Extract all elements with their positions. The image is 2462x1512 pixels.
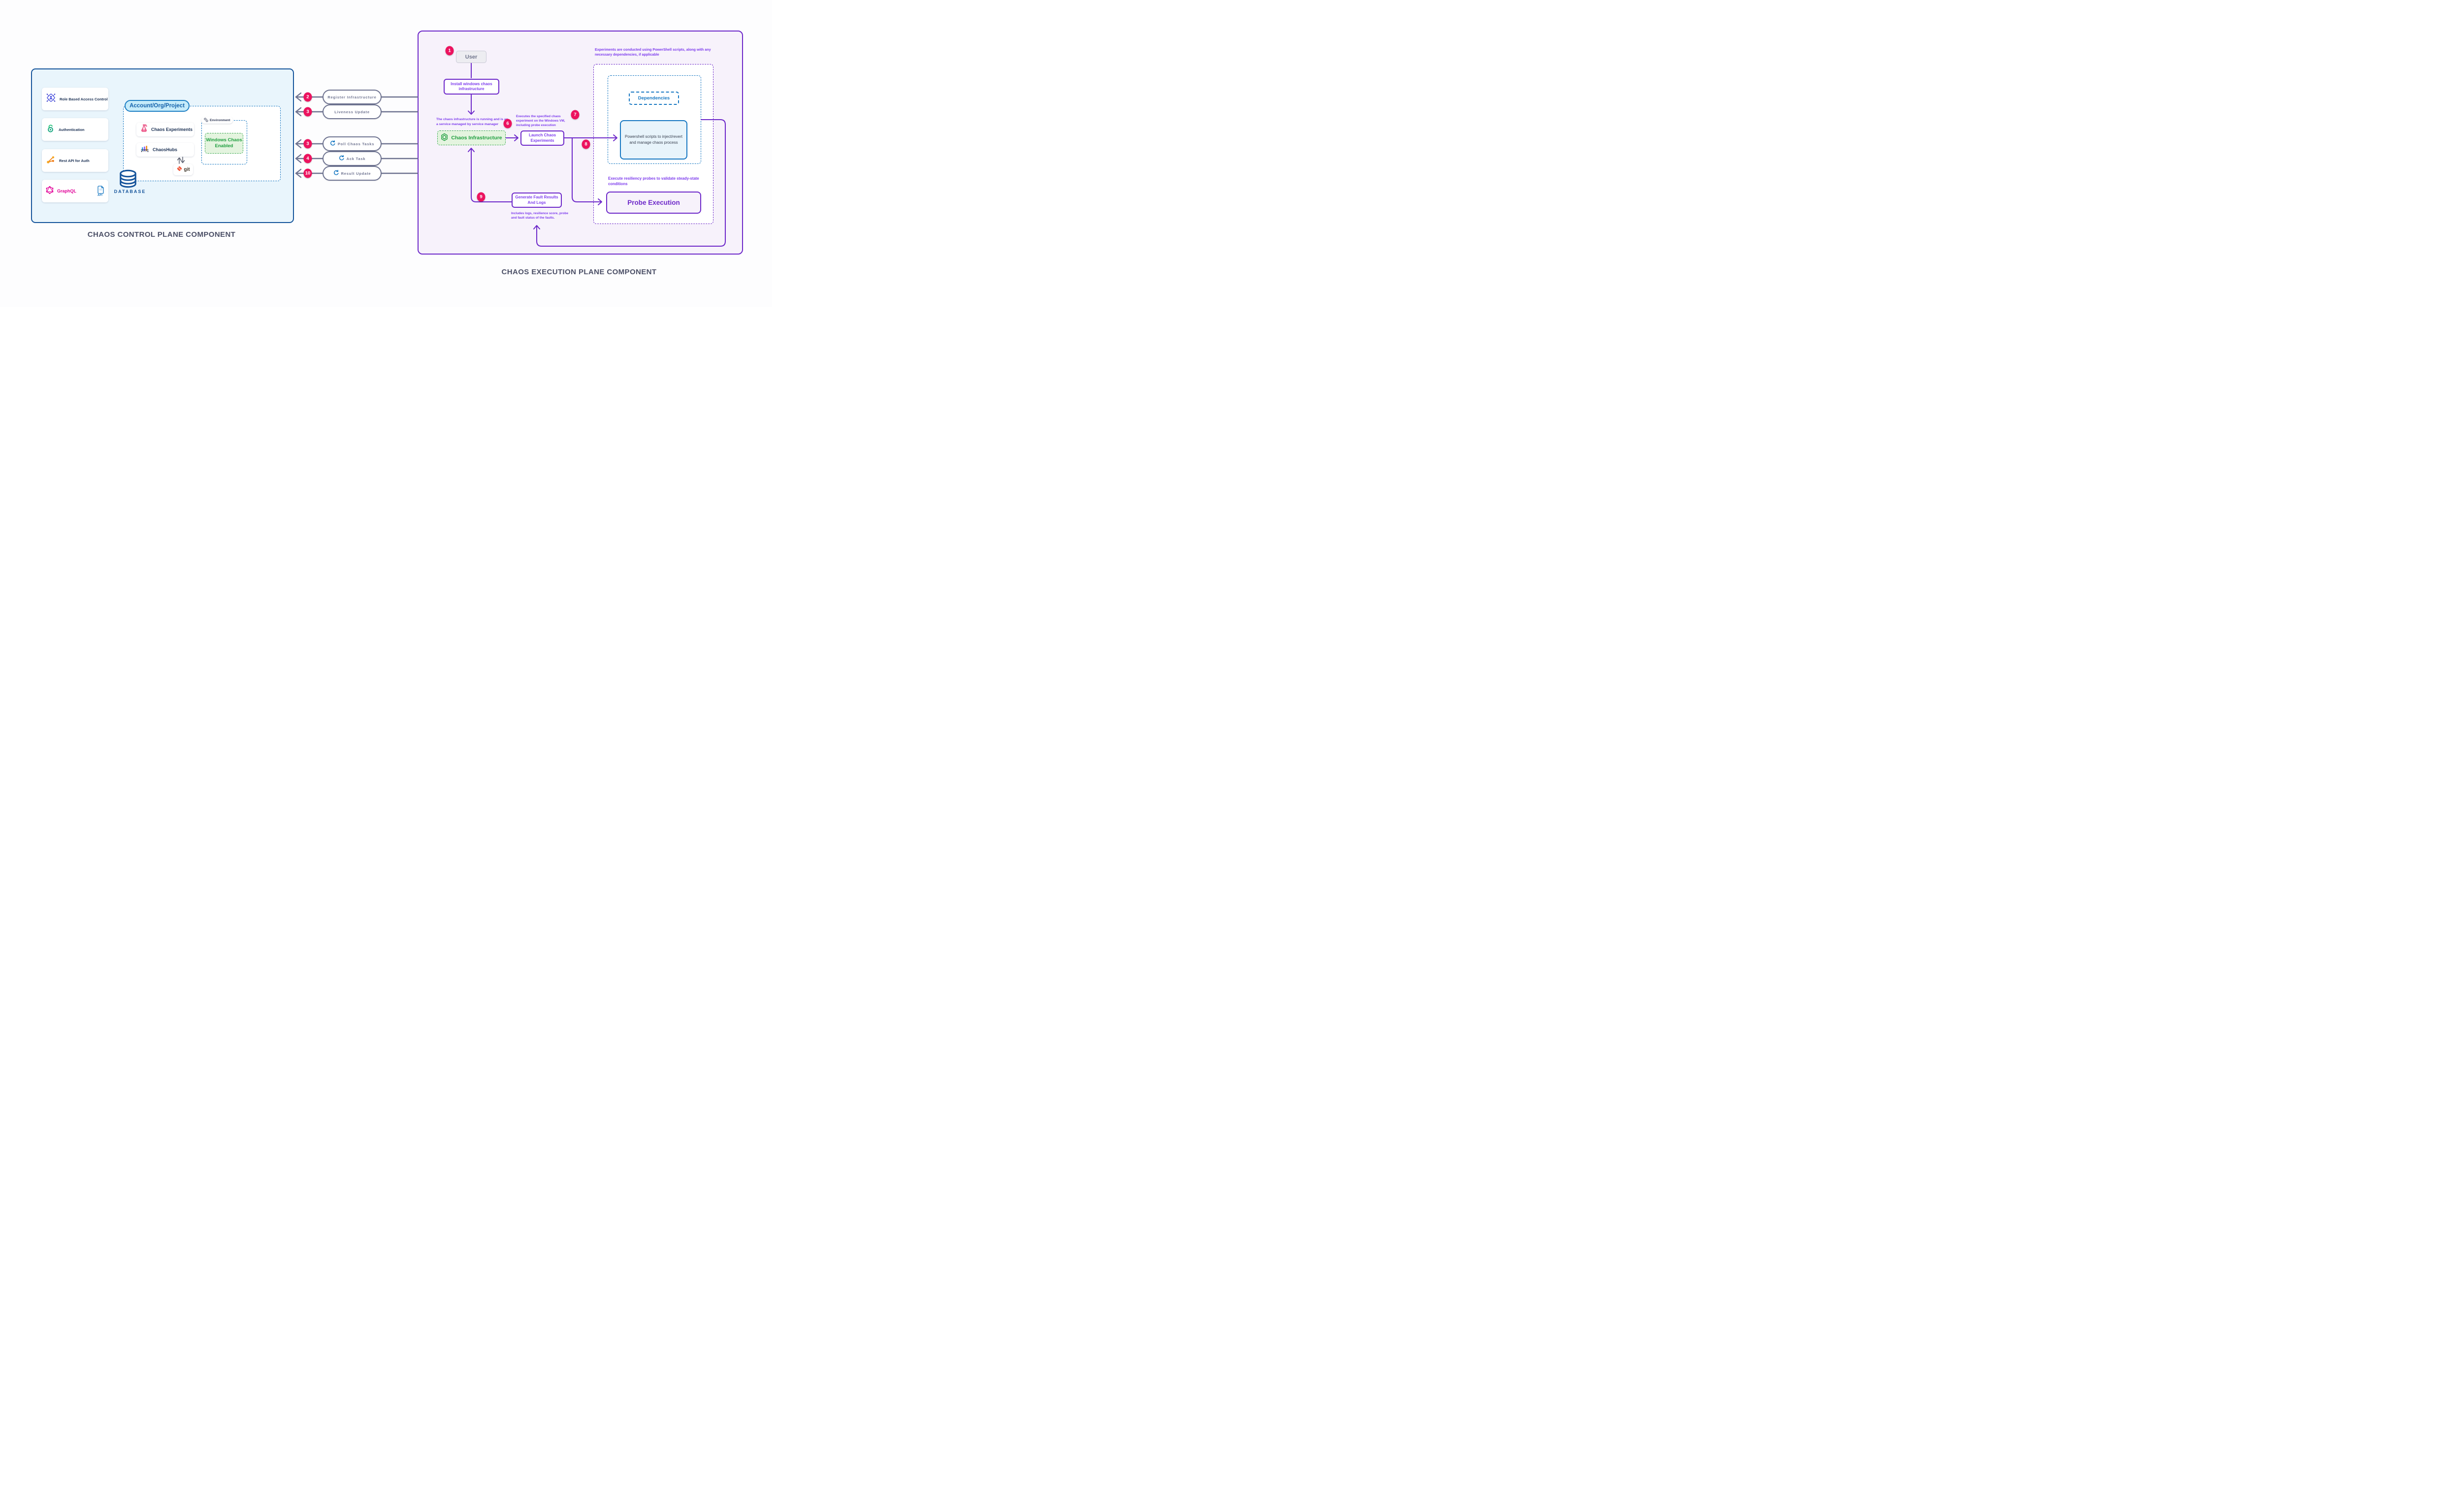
ack-task-pill: Ack Task (323, 151, 382, 166)
chaoshubs-label: ChaosHubs (153, 147, 178, 152)
card-authentication: Authentication (42, 118, 108, 141)
card-authentication-label: Authentication (59, 127, 85, 132)
chaos-infrastructure-node: Chaos Infrastructure (437, 130, 506, 145)
database-icon (118, 169, 138, 191)
flask-icon (140, 124, 148, 135)
liveness-update-label: Liveness Update (334, 109, 370, 114)
chaos-infrastructure-icon (441, 133, 448, 143)
execution-plane-title: CHAOS EXECUTION PLANE COMPONENT (501, 268, 657, 276)
chaos-experiments-card: Chaos Experiments (136, 123, 194, 136)
probe-note: Execute resiliency probes to validate st… (608, 176, 699, 186)
card-rbac: Role Based Access Control (42, 88, 108, 110)
git-icon (176, 165, 183, 174)
card-rbac-label: Role Based Access Control (60, 97, 108, 101)
step-badge-9: 9 (477, 192, 486, 202)
register-infrastructure-pill: Register Infrastructure (323, 90, 382, 104)
liveness-update-pill: Liveness Update (323, 104, 382, 119)
git-label: git (184, 167, 190, 172)
environment-icon (204, 117, 208, 123)
step-badge-1: 1 (445, 46, 454, 56)
result-update-label: Result Update (341, 171, 371, 176)
step-badge-6: 6 (503, 119, 512, 129)
powershell-scripts-node: Powershell scripts to inject/revert and … (620, 120, 687, 160)
auth-icon (46, 124, 55, 136)
poll-chaos-tasks-label: Poll Chaos Tasks (337, 141, 375, 146)
account-org-project-pill: Account/Org/Project (125, 100, 190, 112)
infra-running-note: The chaos infrastructure is running and … (436, 118, 508, 126)
graphql-icon (46, 186, 54, 196)
chaos-experiments-label: Chaos Experiments (151, 127, 193, 132)
step-badge-ack: 4 (303, 154, 312, 163)
chaoshubs-icon (140, 145, 149, 155)
poll-chaos-tasks-pill: Poll Chaos Tasks (323, 136, 382, 151)
database-label: DATABASE (114, 189, 146, 194)
api-doc-icon: API (97, 186, 104, 197)
includes-note: Includes logs, resilience score, probe a… (511, 212, 568, 220)
result-update-pill: Result Update (323, 166, 382, 181)
sync-icon (333, 169, 339, 178)
generate-fault-results-node: Generate Fault Results And Logs (512, 193, 562, 208)
step-badge-poll: 3 (303, 139, 312, 149)
step-badge-liveness: 3 (303, 107, 312, 117)
probe-execution-node: Probe Execution (606, 192, 701, 214)
step-badge-7: 7 (571, 110, 580, 120)
executes-note: Executes the specified chaos experiment … (516, 115, 565, 128)
chaos-architecture-diagram: CHAOS CONTROL PLANE COMPONENT Role Based… (0, 0, 772, 307)
step-badge-result: 10 (303, 168, 312, 178)
card-rest-api: Rest API for Auth (42, 149, 108, 172)
git-card: git (173, 164, 193, 175)
card-graphql-label: GraphQL (57, 189, 77, 193)
card-rest-api-label: Rest API for Auth (59, 158, 90, 163)
dependencies-node: Dependencies (629, 92, 679, 105)
powershell-note: Experiments are conducted using PowerShe… (595, 47, 711, 57)
register-infrastructure-label: Register Infrastructure (327, 95, 377, 99)
user-node: User (456, 51, 486, 63)
environment-label: Environment (210, 118, 230, 122)
card-graphql: GraphQL API (42, 180, 108, 202)
step-badge-8: 8 (582, 139, 590, 149)
sync-icon (330, 139, 335, 148)
ack-task-label: Ack Task (346, 156, 366, 161)
rbac-icon (46, 93, 56, 105)
sync-icon (339, 154, 344, 163)
install-windows-chaos-node: Install windows chaos infrastructure (444, 79, 499, 95)
rest-api-icon (46, 155, 56, 167)
windows-chaos-enabled-box: Windows Chaos Enabled (205, 133, 243, 154)
chaos-infrastructure-label: Chaos Infrastructure (451, 135, 502, 141)
api-doc-badge: API (97, 194, 103, 197)
control-plane-title: CHAOS CONTROL PLANE COMPONENT (87, 230, 236, 239)
environment-label-pill: Environment (201, 117, 233, 124)
step-badge-register: 2 (303, 92, 312, 102)
launch-chaos-experiments-node: Launch Chaos Experiments (520, 130, 564, 146)
chaoshubs-card: ChaosHubs (136, 143, 194, 157)
